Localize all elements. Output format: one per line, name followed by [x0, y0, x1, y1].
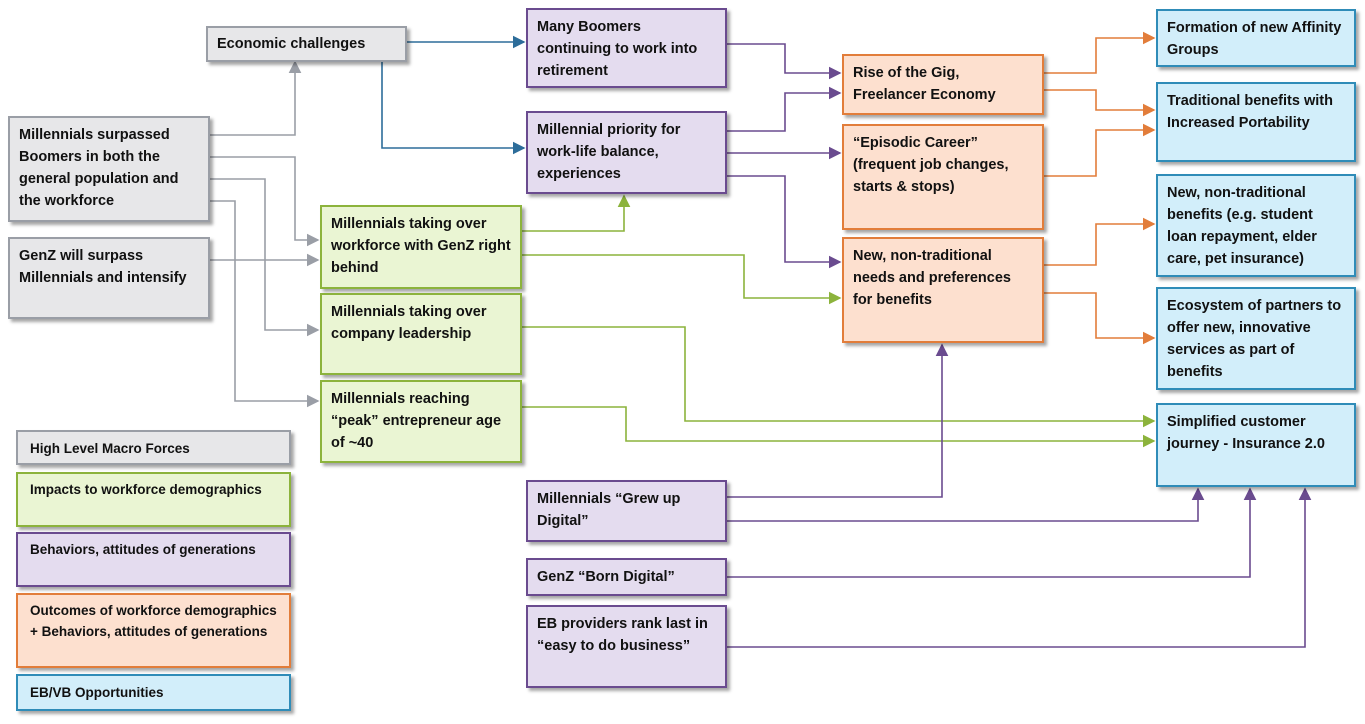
node-nontraditional-needs: New, non-traditional needs and preferenc… — [842, 237, 1044, 343]
node-portability: Traditional benefits with Increased Port… — [1156, 82, 1356, 162]
node-episodic-career: “Episodic Career” (frequent job changes,… — [842, 124, 1044, 230]
arrow-economic-to-worklife — [381, 60, 526, 155]
arrow-worklife-to-needs — [727, 175, 842, 269]
legend-macro-forces: High Level Macro Forces — [16, 430, 291, 465]
node-gig-economy: Rise of the Gig, Freelancer Economy — [842, 54, 1044, 115]
arrow-worklife-to-gig — [727, 86, 842, 132]
arrow-gig-to-portability — [1044, 89, 1156, 117]
node-born-digital: GenZ “Born Digital” — [526, 558, 727, 596]
node-taking-over-workforce: Millennials taking over workforce with G… — [320, 205, 522, 289]
arrow-gig-to-affinity — [1044, 31, 1156, 74]
node-peak-entrepreneur: Millennials reaching “peak” entrepreneur… — [320, 380, 522, 463]
node-simplified-journey: Simplified customer journey - Insurance … — [1156, 403, 1356, 487]
arrow-surpassed-to-peak — [210, 200, 320, 408]
node-millennials-surpassed: Millennials surpassed Boomers in both th… — [8, 116, 210, 222]
node-grew-up-digital: Millennials “Grew up Digital” — [526, 480, 727, 542]
legend-impacts: Impacts to workforce demographics — [16, 472, 291, 527]
arrow-peak-to-journey — [522, 406, 1156, 448]
legend-behaviors: Behaviors, attitudes of generations — [16, 532, 291, 587]
arrow-borndigital-to-journey — [727, 487, 1257, 578]
node-nontraditional-benefits: New, non-traditional benefits (e.g. stud… — [1156, 174, 1356, 277]
arrow-leadership-to-journey — [522, 326, 1156, 428]
arrow-boomers-to-gig — [727, 43, 842, 80]
arrow-surpassed-to-leadership — [210, 178, 320, 337]
arrow-workforce-to-needs — [522, 254, 842, 305]
arrow-needs-to-ecosystem — [1044, 292, 1156, 345]
arrow-digital-to-needs — [727, 343, 949, 498]
arrow-ebproviders-to-journey — [727, 487, 1312, 648]
arrow-surpassed-to-workforce — [210, 156, 320, 247]
node-boomers-working: Many Boomers continuing to work into ret… — [526, 8, 727, 88]
legend-outcomes: Outcomes of workforce demographics + Beh… — [16, 593, 291, 668]
arrow-digital-to-journey — [727, 487, 1205, 522]
node-eb-providers: EB providers rank last in “easy to do bu… — [526, 605, 727, 688]
arrow-workforce-to-worklife — [522, 194, 631, 232]
arrow-needs-to-benefits — [1044, 217, 1156, 266]
node-affinity-groups: Formation of new Affinity Groups — [1156, 9, 1356, 67]
node-genz-surpass: GenZ will surpass Millennials and intens… — [8, 237, 210, 319]
arrow-episodic-to-portability — [1044, 123, 1156, 177]
node-work-life-balance: Millennial priority for work-life balanc… — [526, 111, 727, 194]
arrow-surpassed-to-economic — [210, 60, 302, 136]
node-taking-over-leadership: Millennials taking over company leadersh… — [320, 293, 522, 375]
node-economic-challenges: Economic challenges — [206, 26, 407, 62]
legend-opportunities: EB/VB Opportunities — [16, 674, 291, 711]
node-ecosystem: Ecosystem of partners to offer new, inno… — [1156, 287, 1356, 390]
